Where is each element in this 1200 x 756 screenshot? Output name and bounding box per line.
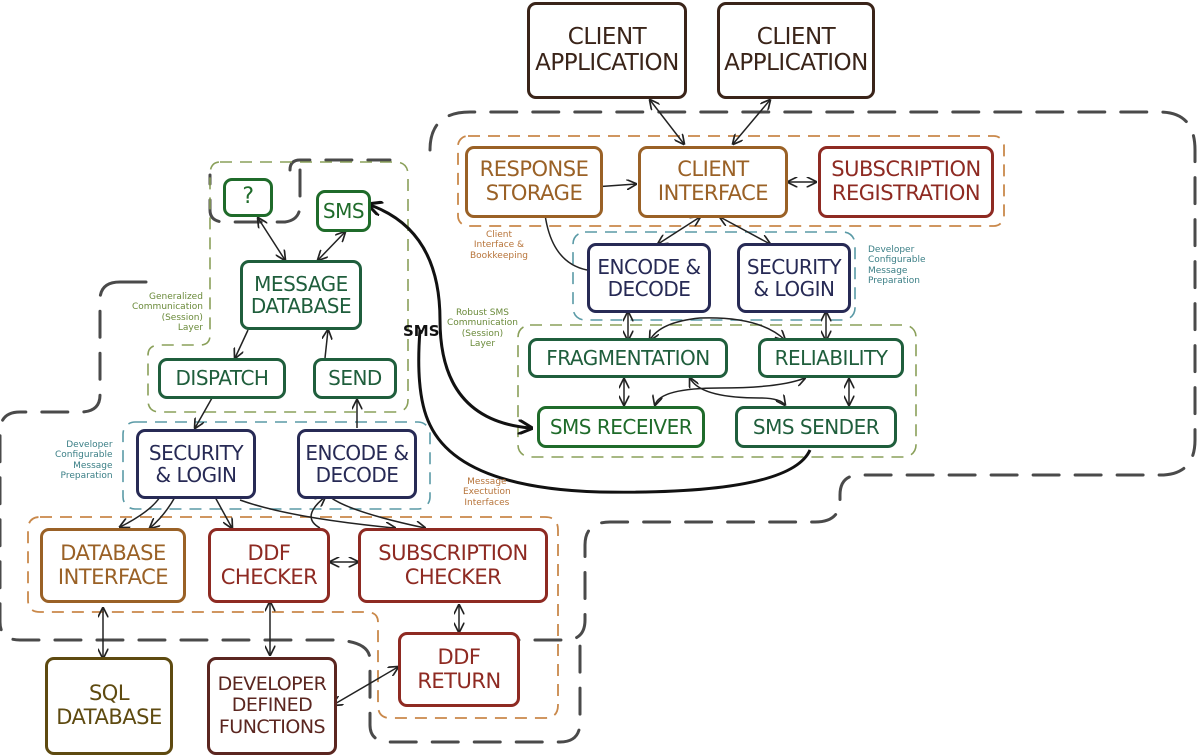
send[interactable]: SEND: [313, 358, 397, 399]
ddf-checker[interactable]: DDF CHECKER: [208, 528, 330, 603]
ddf-return[interactable]: DDF RETURN: [398, 632, 520, 707]
sms-connectors: [370, 205, 812, 494]
note-message-execution: Message Exectution Interfaces: [463, 477, 511, 508]
security-login-left[interactable]: SECURITY & LOGIN: [136, 429, 256, 499]
note-dev-config-right: Developer Configurable Message Preparati…: [868, 245, 926, 287]
group-dev-config-right: [572, 231, 856, 321]
note-dev-config-left: Developer Configurable Message Preparati…: [55, 440, 113, 482]
boundary-server: [428, 110, 1197, 642]
note-generalized-comm: Generalized Communication (Session) Laye…: [132, 292, 203, 334]
subscription-registration[interactable]: SUBSCRIPTION REGISTRATION: [818, 146, 994, 218]
sms-receiver[interactable]: SMS RECEIVER: [537, 406, 705, 448]
sms-connector-label: SMS: [403, 322, 440, 340]
client-interface[interactable]: CLIENT INTERFACE: [638, 146, 788, 218]
reliability[interactable]: RELIABILITY: [758, 338, 904, 378]
sql-database[interactable]: SQL DATABASE: [45, 657, 173, 755]
group-message-execution: [27, 516, 559, 719]
client-application-2[interactable]: CLIENT APPLICATION: [717, 2, 875, 99]
dispatch[interactable]: DISPATCH: [158, 358, 286, 399]
developer-defined-functions[interactable]: DEVELOPER DEFINED FUNCTIONS: [207, 657, 337, 755]
encode-decode-left[interactable]: ENCODE & DECODE: [297, 429, 417, 499]
sms-channel[interactable]: SMS: [316, 190, 371, 232]
unknown-channel[interactable]: ?: [223, 178, 273, 217]
security-login-right[interactable]: SECURITY & LOGIN: [737, 243, 851, 313]
boundary-device: [0, 158, 582, 744]
sms-sender[interactable]: SMS SENDER: [735, 406, 897, 448]
group-dev-config-left: [122, 421, 431, 510]
encode-decode-right[interactable]: ENCODE & DECODE: [587, 243, 711, 313]
response-storage[interactable]: RESPONSE STORAGE: [465, 146, 603, 218]
note-robust-sms: Robust SMS Communication (Session) Layer: [447, 308, 518, 350]
database-interface[interactable]: DATABASE INTERFACE: [40, 528, 186, 603]
client-application-1[interactable]: CLIENT APPLICATION: [527, 2, 687, 99]
message-database[interactable]: MESSAGE DATABASE: [240, 260, 362, 330]
fragmentation[interactable]: FRAGMENTATION: [528, 338, 728, 378]
note-client-interface-bookkeeping: Client Interface & Bookkeeping: [470, 230, 528, 261]
subscription-checker[interactable]: SUBSCRIPTION CHECKER: [358, 528, 548, 603]
